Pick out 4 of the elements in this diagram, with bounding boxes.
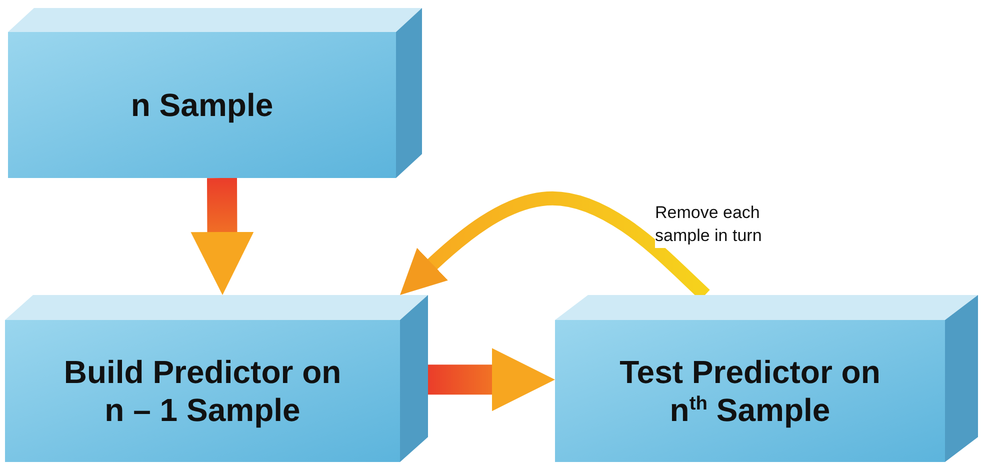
box-label: n Sample xyxy=(130,86,274,124)
arrow xyxy=(190,178,254,296)
box-label: Build Predictor on n – 1 Sample xyxy=(62,352,342,430)
box-label: Test Predictor on n$^{th}$ Sample xyxy=(618,352,882,430)
